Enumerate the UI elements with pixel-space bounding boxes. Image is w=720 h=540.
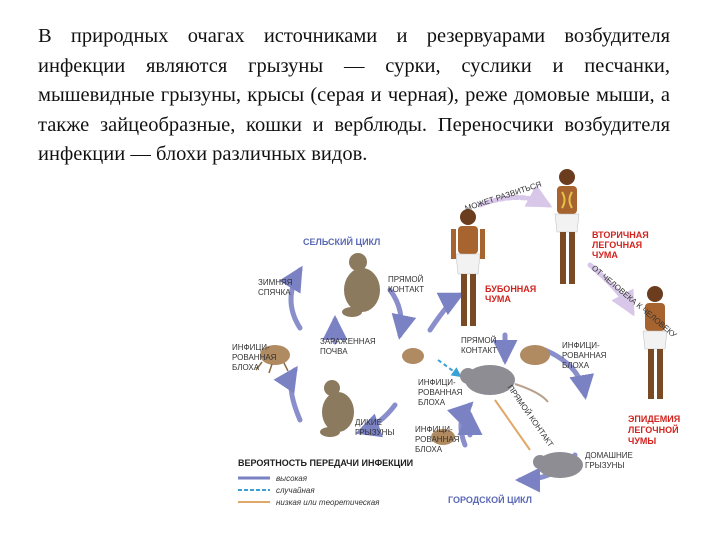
urban-cycle-label: ГОРОДСКОЙ ЦИКЛ: [448, 494, 532, 505]
rat-center: [460, 365, 548, 402]
human-epidemic: [643, 286, 667, 399]
rural-cycle-label: СЕЛЬСКИЙ ЦИКЛ: [303, 236, 380, 247]
legend-title: ВЕРОЯТНОСТЬ ПЕРЕДАЧИ ИНФЕКЦИИ: [238, 458, 413, 468]
legend-label-high: высокая: [276, 474, 308, 483]
person-to-person-label: ОТ ЧЕЛОВЕКА К ЧЕЛОВЕКУ: [590, 263, 679, 340]
marmot-top: [342, 253, 380, 317]
legend-label-low: низкая или теоретическая: [276, 498, 380, 507]
flea-center: [402, 348, 424, 364]
legend: высокая случайная низкая или теоретическ…: [238, 474, 380, 507]
marmot-bottom: [320, 380, 354, 437]
random-transmission-arrow: [438, 360, 460, 376]
human-bubonic: [451, 209, 485, 326]
human-secondary: [555, 169, 579, 284]
rat-bottom: [533, 452, 583, 478]
legend-label-random: случайная: [276, 486, 315, 495]
direct-contact-diag-label: ПРЯМОЙ КОНТАКТ: [506, 383, 556, 449]
flea-right: [520, 345, 550, 365]
